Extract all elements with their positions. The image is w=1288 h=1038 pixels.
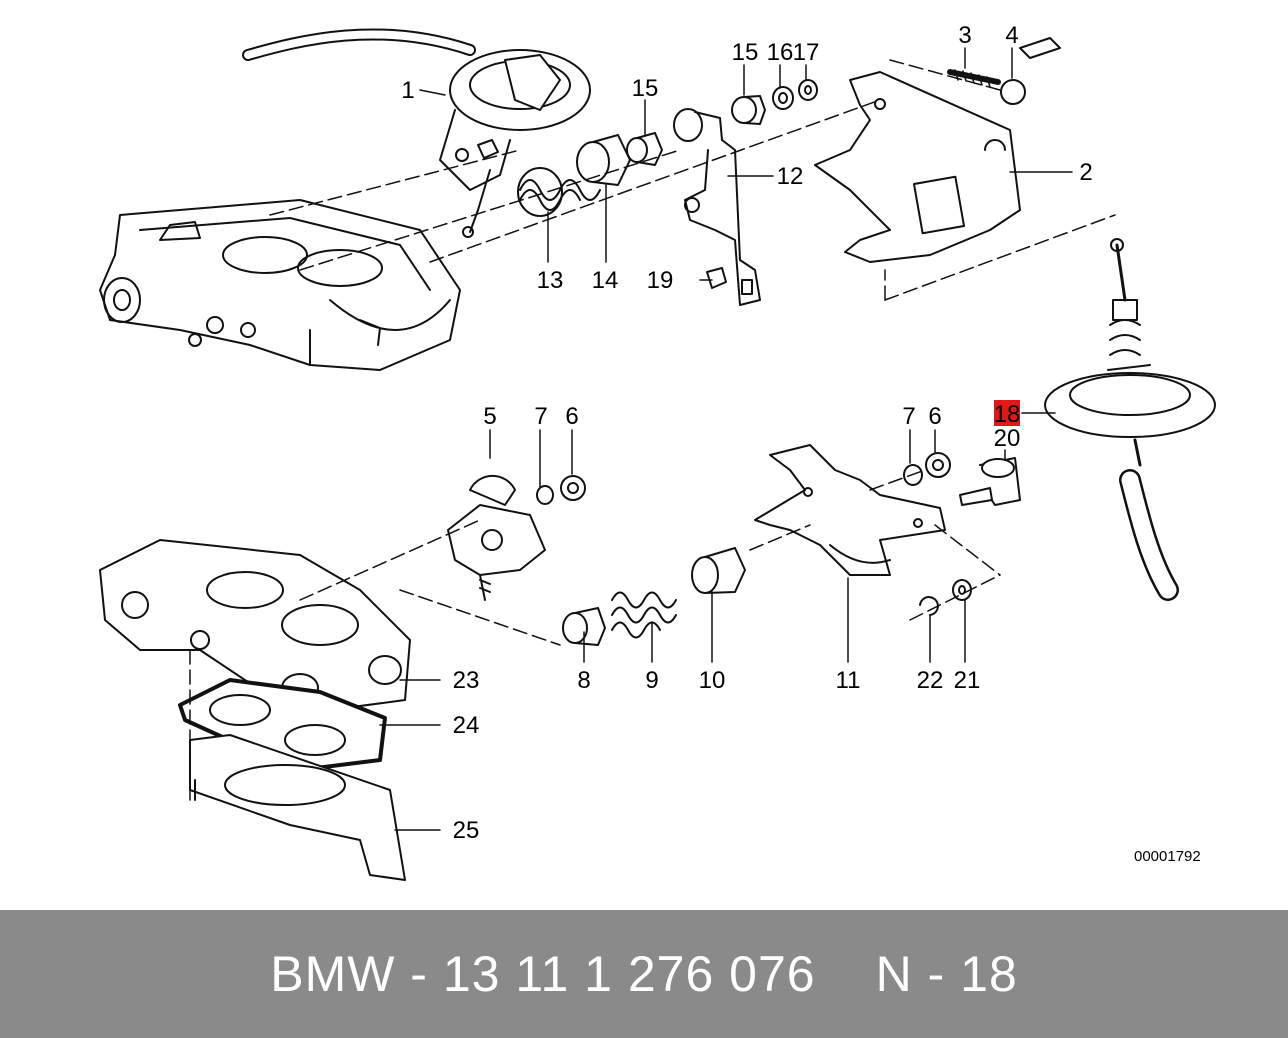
callout-20: 20 (994, 425, 1021, 452)
callout-18-highlight (994, 400, 1020, 426)
throttle-housing (99, 539, 411, 711)
callout-10: 10 (699, 667, 726, 694)
bracket-part-11 (754, 444, 946, 576)
diagram-position: N - 18 (875, 946, 1018, 1002)
bush-part-8 (562, 607, 606, 646)
callout-19: 19 (647, 267, 674, 294)
bolt-top-right (1019, 37, 1061, 59)
part-number-banner: BMW - 13 11 1 276 076 N - 18 (0, 910, 1288, 1038)
vacuum-unit-part-1 (242, 28, 591, 238)
callout-16: 16 (767, 39, 794, 66)
gasket-part-24 (178, 678, 387, 772)
washer-part-16 (772, 86, 794, 110)
washer-part-7-left (536, 485, 554, 505)
nut-part-6-left (560, 475, 586, 501)
callout-15-left: 15 (632, 75, 659, 102)
carburettor-upper-body (99, 199, 461, 371)
spring-part-13 (517, 167, 601, 217)
assembly-lines (189, 59, 1116, 801)
lever-part-5 (447, 474, 546, 601)
bush-part-10 (691, 547, 746, 594)
nut-part-4 (1000, 79, 1026, 105)
callout-15-right: 15 (732, 39, 759, 66)
bush-part-15-left (626, 132, 663, 166)
callout-7-right: 7 (902, 403, 915, 430)
callout-7-left: 7 (534, 403, 547, 430)
callout-12: 12 (777, 163, 804, 190)
callout-6-right: 6 (928, 403, 941, 430)
plate-part-25 (189, 734, 406, 881)
callout-23: 23 (453, 667, 480, 694)
callout-22: 22 (917, 667, 944, 694)
callout-21: 21 (954, 667, 981, 694)
joint-part-20 (959, 457, 1021, 506)
callout-labels: 1 2 3 4 5 6 6 7 7 8 9 10 11 12 13 14 15 … (401, 22, 1092, 844)
diagram-reference-code: 00001792 (1134, 848, 1201, 865)
callout-17: 17 (793, 39, 820, 66)
callout-11: 11 (836, 667, 861, 694)
screw-part-3 (947, 69, 1001, 88)
vacuum-unit-part-18 (1044, 238, 1216, 601)
part-number: BMW - 13 11 1 276 076 (270, 946, 816, 1002)
callout-4: 4 (1005, 22, 1018, 49)
callout-9: 9 (645, 667, 658, 694)
bush-part-15-right (731, 95, 766, 125)
clip-part-17 (798, 79, 818, 101)
callout-13: 13 (537, 267, 564, 294)
callout-1: 1 (401, 77, 414, 104)
callout-24: 24 (453, 712, 480, 739)
clip-part-22 (919, 596, 939, 616)
leader-lines (379, 47, 1073, 831)
callout-8: 8 (577, 667, 590, 694)
callout-5: 5 (483, 403, 496, 430)
callout-3: 3 (958, 22, 971, 49)
bush-part-14 (576, 134, 631, 186)
callout-18: 18 (994, 401, 1021, 428)
callout-2: 2 (1079, 159, 1092, 186)
callout-6-left: 6 (565, 403, 578, 430)
cap-part-19 (706, 267, 727, 289)
exploded-view-drawing: 1 2 3 4 5 6 6 7 7 8 9 10 11 12 13 14 15 … (99, 22, 1216, 881)
spring-part-9 (611, 591, 677, 639)
callout-25: 25 (453, 817, 480, 844)
lever-part-12 (673, 108, 761, 306)
parts-diagram: 1 2 3 4 5 6 6 7 7 8 9 10 11 12 13 14 15 … (99, 22, 1216, 881)
callout-14: 14 (592, 267, 619, 294)
bracket-part-2 (814, 71, 1021, 263)
washer-part-7-right (903, 464, 923, 486)
nut-part-6-right (925, 452, 951, 478)
